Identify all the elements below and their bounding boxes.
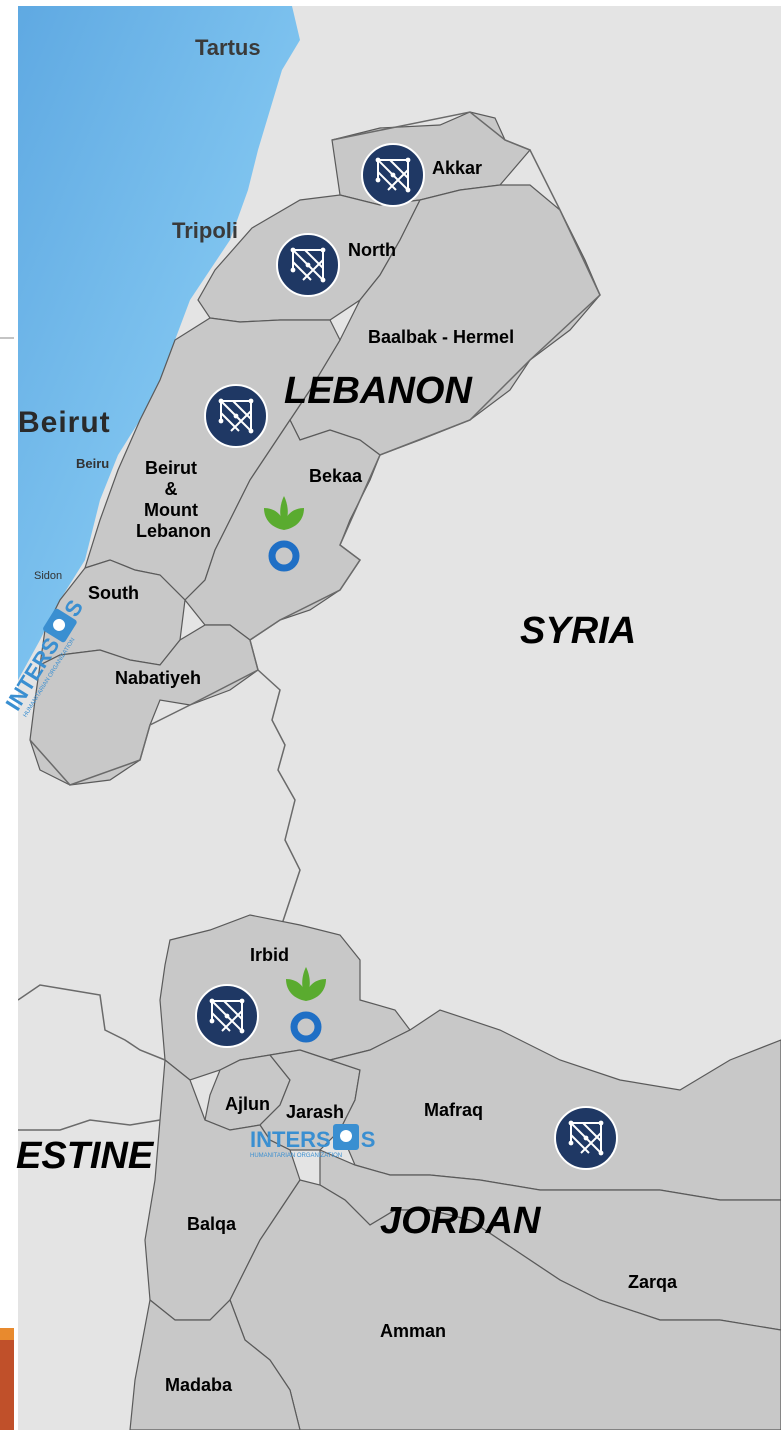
region-label-ajlun: Ajlun	[225, 1094, 270, 1114]
region-label-jarash: Jarash	[286, 1102, 345, 1122]
region-label-amman: Amman	[380, 1321, 447, 1341]
jordan-regions	[129, 914, 781, 1430]
region-label-baalbak-hermel: Baalbak - Hermel	[368, 327, 515, 347]
city-label-tripoli: Tripoli	[172, 218, 238, 243]
city-label-sidon: Sidon	[34, 570, 63, 582]
slide-accent-bar	[0, 1328, 18, 1430]
un-badge-icon-akkar	[361, 143, 425, 207]
mediterranean-sea	[18, 6, 300, 680]
border-palestine	[17, 984, 166, 1061]
region-label-beirut-mount-line4: Lebanon	[136, 521, 211, 541]
intersos-logo-text: INTERS	[250, 1127, 331, 1152]
region-label-nabatiyeh: Nabatiyeh	[115, 668, 202, 688]
country-label-syria: SYRIA	[520, 610, 637, 652]
region-label-beirut-mount-lebanon: Beirut & Mount Lebanon	[136, 458, 211, 542]
leaf-ring-icon-bekaa	[264, 496, 304, 572]
un-badge-icon-beirut	[204, 384, 268, 448]
slide-left-edge	[14, 0, 18, 1430]
region-madaba	[129, 1298, 301, 1430]
region-label-irbid: Irbid	[250, 945, 289, 965]
leaf-ring-icon-irbid	[286, 967, 326, 1043]
intersos-logo-suffix: S	[360, 1127, 376, 1152]
region-label-akkar: Akkar	[432, 158, 483, 178]
country-label-lebanon: LEBANON	[284, 370, 472, 412]
region-bekaa	[184, 418, 381, 641]
region-label-bekaa: Bekaa	[309, 466, 363, 486]
border-palestine-south	[18, 1119, 161, 1131]
city-label-tartus: Tartus	[195, 35, 261, 60]
region-label-balqa: Balqa	[187, 1214, 237, 1234]
region-label-north: North	[348, 240, 396, 260]
un-badge-icon-mafraq	[554, 1106, 618, 1170]
intersos-tagline: HUMANITARIAN ORGANIZATION	[250, 1153, 343, 1159]
region-amman	[229, 1179, 781, 1430]
country-label-jordan: JORDAN	[380, 1200, 541, 1242]
country-label-palestine: ESTINE	[16, 1135, 154, 1177]
slide-accent-top	[0, 1328, 18, 1340]
lebanon-outline	[29, 111, 601, 786]
un-badge-icon-irbid	[195, 984, 259, 1048]
region-label-beirut-mount-line1: Beirut	[144, 458, 197, 478]
region-label-zarqa: Zarqa	[628, 1272, 678, 1292]
region-label-beirut-mount-line3: Mount	[144, 500, 198, 520]
city-label-beirut: Beirut	[18, 406, 111, 439]
intersos-logo-jordan: INTERS S HUMANITARIAN ORGANIZATION	[250, 1124, 375, 1159]
un-badge-icon-north	[276, 233, 340, 297]
region-label-madaba: Madaba	[165, 1375, 233, 1395]
region-label-south: South	[88, 583, 139, 603]
intersos-globe-icon	[332, 1124, 359, 1150]
city-label-beiru-small: Beiru	[76, 456, 110, 471]
border-syria-israel	[257, 669, 301, 931]
region-label-beirut-mount-line2: &	[164, 479, 178, 499]
region-label-mafraq: Mafraq	[424, 1100, 484, 1120]
